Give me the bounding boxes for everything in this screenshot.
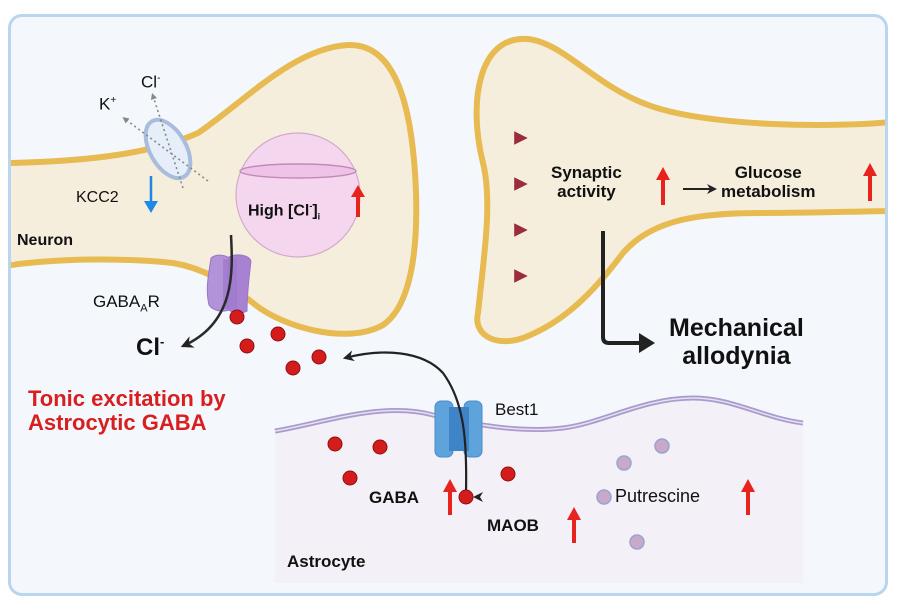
putrescine-molecules xyxy=(596,438,670,550)
allodynia-elbow-arrow xyxy=(601,231,643,345)
best1-channel-icon xyxy=(434,400,483,458)
chloride-efflux-label: Cl- xyxy=(136,334,165,361)
diagram-canvas xyxy=(11,35,885,583)
kcc2-transporter-icon xyxy=(122,92,209,189)
astrocyte-label: Astrocyte xyxy=(287,552,366,571)
gaba-molecule-dot xyxy=(372,439,388,455)
gaba-molecule-dot xyxy=(342,470,358,486)
kcc2-label: KCC2 xyxy=(76,189,119,206)
gabaa-receptor-label: GABAAR xyxy=(93,292,160,315)
glucose-metabolism-up-arrow-icon xyxy=(863,163,877,201)
gaba-molecule-dot xyxy=(311,349,327,365)
astrocyte-body xyxy=(275,398,803,583)
gaba-molecule-dot xyxy=(270,326,286,342)
gaba-molecule-dot xyxy=(285,360,301,376)
gaba-molecules xyxy=(229,309,516,505)
putrescine-label: Putrescine xyxy=(615,486,701,506)
neuron-label: Neuron xyxy=(17,232,73,249)
chloride-ion-label: Cl- xyxy=(141,72,161,92)
synaptic-transmission-arrows xyxy=(388,131,528,283)
putrescine-molecule-dot xyxy=(616,455,632,471)
gaba-molecule-dot xyxy=(229,309,245,325)
postsynaptic-neuron-body xyxy=(473,35,885,345)
chloride-efflux-arrow xyxy=(180,234,233,348)
kcc2-down-arrow-icon xyxy=(144,176,158,213)
gaba-molecule-dot xyxy=(327,436,343,452)
putrescine-molecule-dot xyxy=(596,489,612,505)
gaba-release-arrow xyxy=(342,350,468,494)
gaba-molecule-dot xyxy=(458,489,474,505)
maob-label: MAOB xyxy=(487,516,539,535)
high-chloride-up-arrow-icon xyxy=(351,185,365,217)
putrescine-molecule-dot xyxy=(629,534,645,550)
best1-label: Best1 xyxy=(495,400,539,419)
gaba-molecule-dot xyxy=(239,338,255,354)
synaptic-activity-up-arrow-icon xyxy=(656,167,670,205)
gaba-molecule-dot xyxy=(500,466,516,482)
gabaa-receptor-icon xyxy=(206,254,252,314)
diagram-frame: Cl- K+ KCC2 Neuron High [Cl-]i GABAAR Cl… xyxy=(8,14,888,596)
high-chloride-vesicle xyxy=(235,132,361,258)
putrescine-molecule-dot xyxy=(654,438,670,454)
maob-up-arrow-icon xyxy=(567,507,581,543)
potassium-ion-label: K+ xyxy=(99,94,117,114)
high-chloride-label: High [Cl-]i xyxy=(248,201,321,222)
gaba-up-arrow-icon xyxy=(443,479,457,515)
putrescine-up-arrow-icon xyxy=(741,479,755,515)
presynaptic-neuron-body xyxy=(11,41,420,337)
gaba-label: GABA xyxy=(369,488,420,507)
